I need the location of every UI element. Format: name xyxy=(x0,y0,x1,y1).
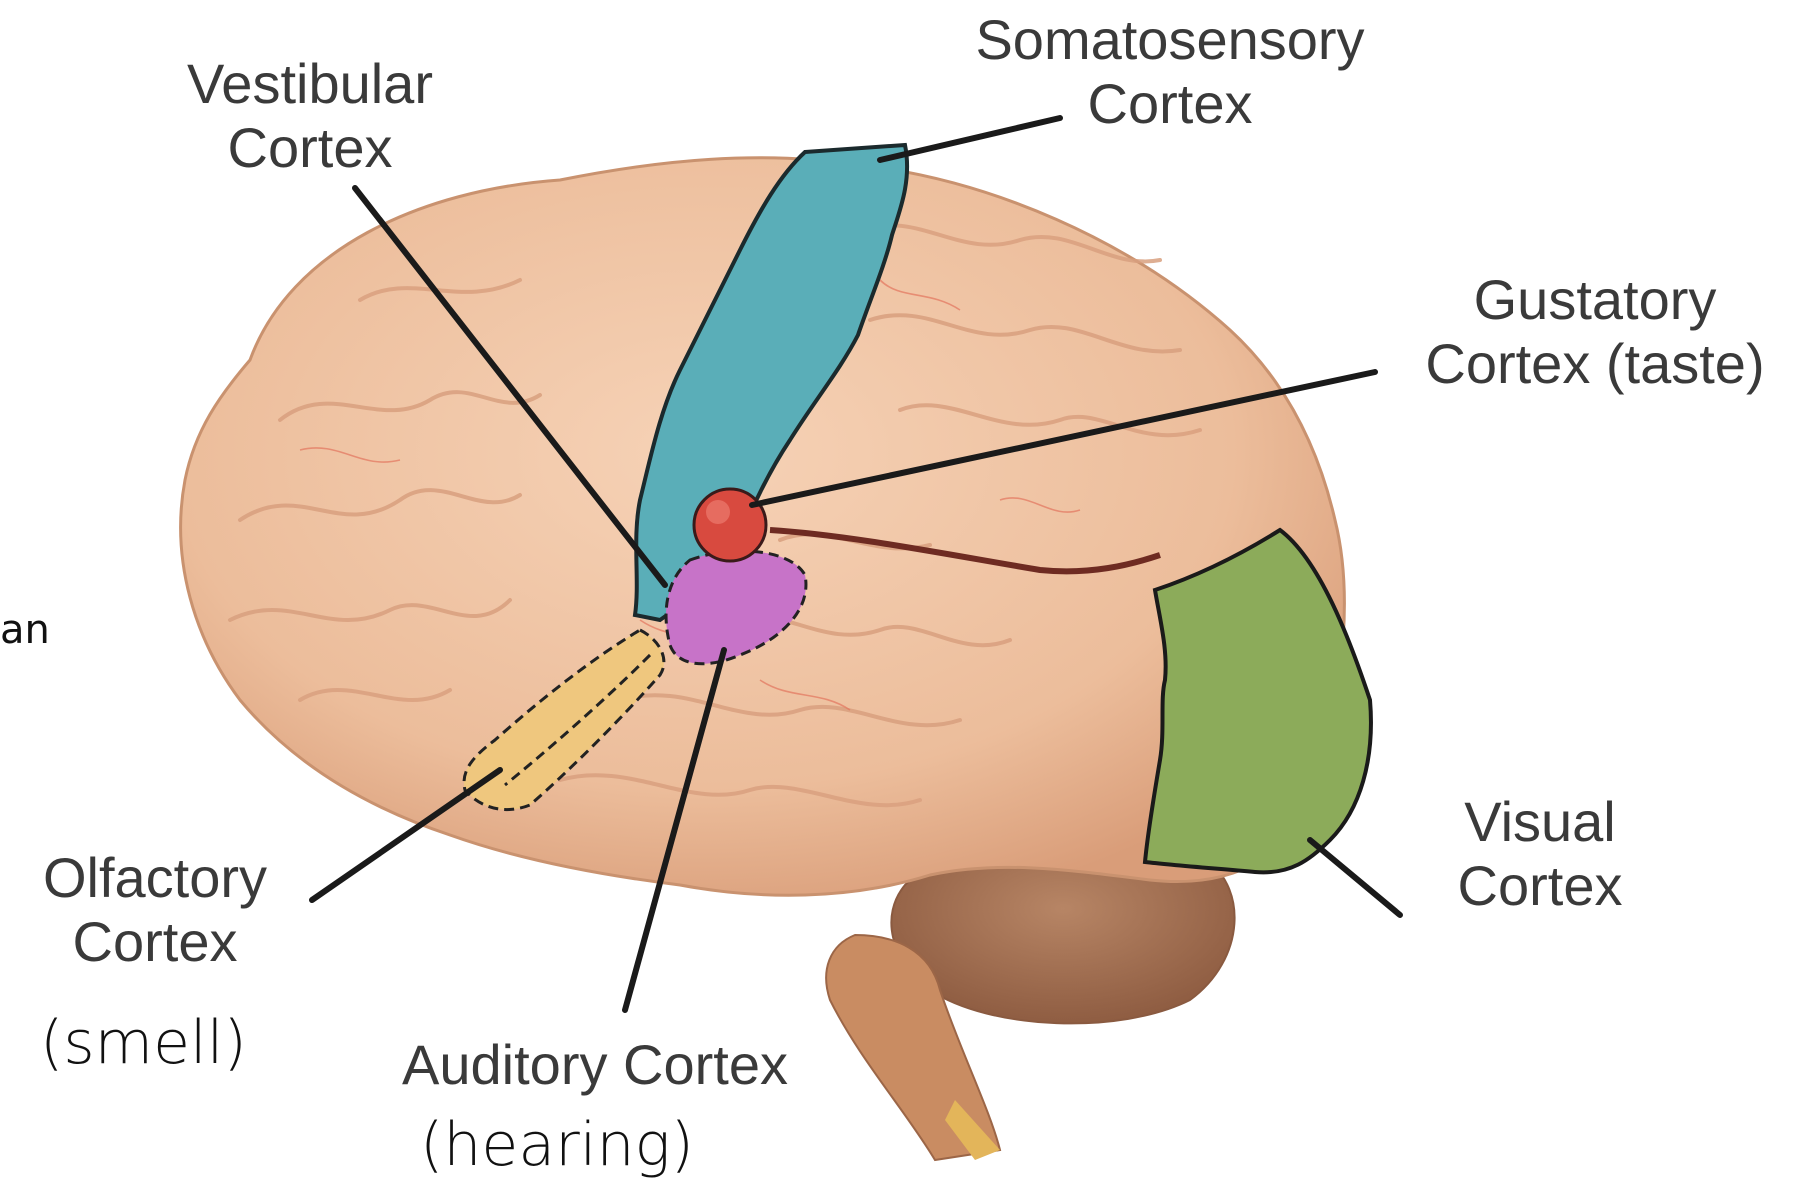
visual-line-1: Visual xyxy=(1420,790,1660,854)
auditory-cortex-label: Auditory Cortex xyxy=(360,1033,830,1097)
vestibular-line-2: Cortex xyxy=(160,116,460,180)
gustatory-region xyxy=(694,489,766,561)
somatosensory-cortex-label: Somatosensory Cortex xyxy=(935,8,1405,136)
olfactory-line-2: Cortex xyxy=(10,910,300,974)
visual-cortex-label: Visual Cortex xyxy=(1420,790,1660,918)
vestibular-line-1: Vestibular xyxy=(160,52,460,116)
olfactory-cortex-label: Olfactory Cortex xyxy=(10,846,300,974)
cut-off-text-fragment: an xyxy=(0,606,50,654)
vestibular-cortex-label: Vestibular Cortex xyxy=(160,52,460,180)
visual-leader xyxy=(1310,840,1400,915)
gustatory-line-1: Gustatory xyxy=(1385,268,1805,332)
somatosensory-line-2: Cortex xyxy=(935,72,1405,136)
auditory-sense-annotation: (hearing) xyxy=(420,1110,694,1180)
gustatory-line-2: Cortex (taste) xyxy=(1385,332,1805,396)
visual-line-2: Cortex xyxy=(1420,854,1660,918)
gustatory-highlight xyxy=(706,500,730,524)
olfactory-sense-annotation: (smell) xyxy=(40,1008,247,1078)
gustatory-cortex-label: Gustatory Cortex (taste) xyxy=(1385,268,1805,396)
somatosensory-line-1: Somatosensory xyxy=(935,8,1405,72)
olfactory-line-1: Olfactory xyxy=(10,846,300,910)
